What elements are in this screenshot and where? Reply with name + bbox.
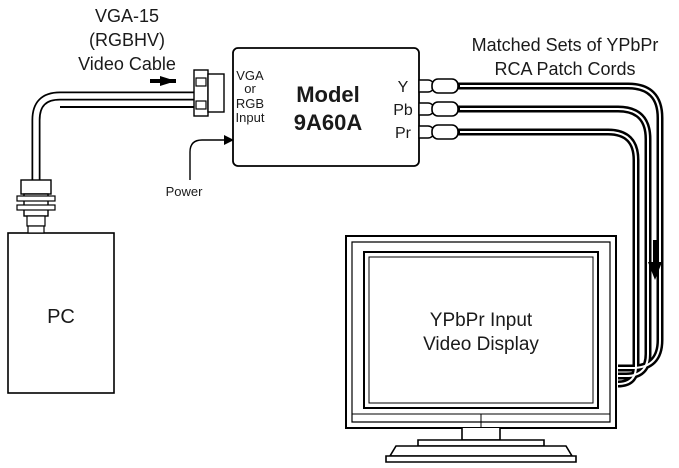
display-label-line1: YPbPr Input — [430, 310, 533, 331]
video-display: YPbPr Input Video Display — [345, 235, 617, 429]
cords-direction-arrow — [648, 240, 662, 280]
converter-box: VGA or RGB Input Model 9A60A Y Pb Pr — [232, 47, 420, 167]
power-indicator: Power — [166, 135, 234, 199]
power-label: Power — [166, 184, 204, 199]
input-label-line2: or — [244, 81, 256, 96]
cords-label-line2: RCA Patch Cords — [494, 59, 635, 79]
display-label-line2: Video Display — [423, 334, 539, 355]
model-name-line2: 9A60A — [294, 110, 363, 135]
pc-vga-connector — [16, 179, 56, 234]
vga-cable — [31, 91, 196, 180]
display-stand — [385, 428, 577, 463]
cords-label: Matched Sets of YPbPr RCA Patch Cords — [472, 35, 659, 79]
input-label-line1: VGA — [236, 68, 264, 83]
cable-label-line3: Video Cable — [78, 54, 176, 74]
cable-label-line1: VGA-15 — [95, 6, 159, 26]
pc-label: PC — [47, 306, 75, 328]
input-label-line4: Input — [236, 110, 265, 125]
rca-jacks — [418, 79, 435, 139]
input-label-line3: RGB — [236, 96, 264, 111]
port-pr-label: Pr — [395, 125, 412, 142]
model-name-line1: Model — [296, 82, 360, 107]
pc-tower: PC — [7, 232, 115, 394]
port-y-label: Y — [398, 79, 409, 96]
cords-label-line1: Matched Sets of YPbPr — [472, 35, 659, 55]
rca-plugs — [431, 78, 459, 140]
cable-label: VGA-15 (RGBHV) Video Cable — [78, 6, 176, 74]
device-vga-connector — [193, 69, 225, 117]
cable-direction-arrow — [150, 76, 176, 86]
cable-label-line2: (RGBHV) — [89, 30, 165, 50]
port-pb-label: Pb — [393, 102, 413, 119]
